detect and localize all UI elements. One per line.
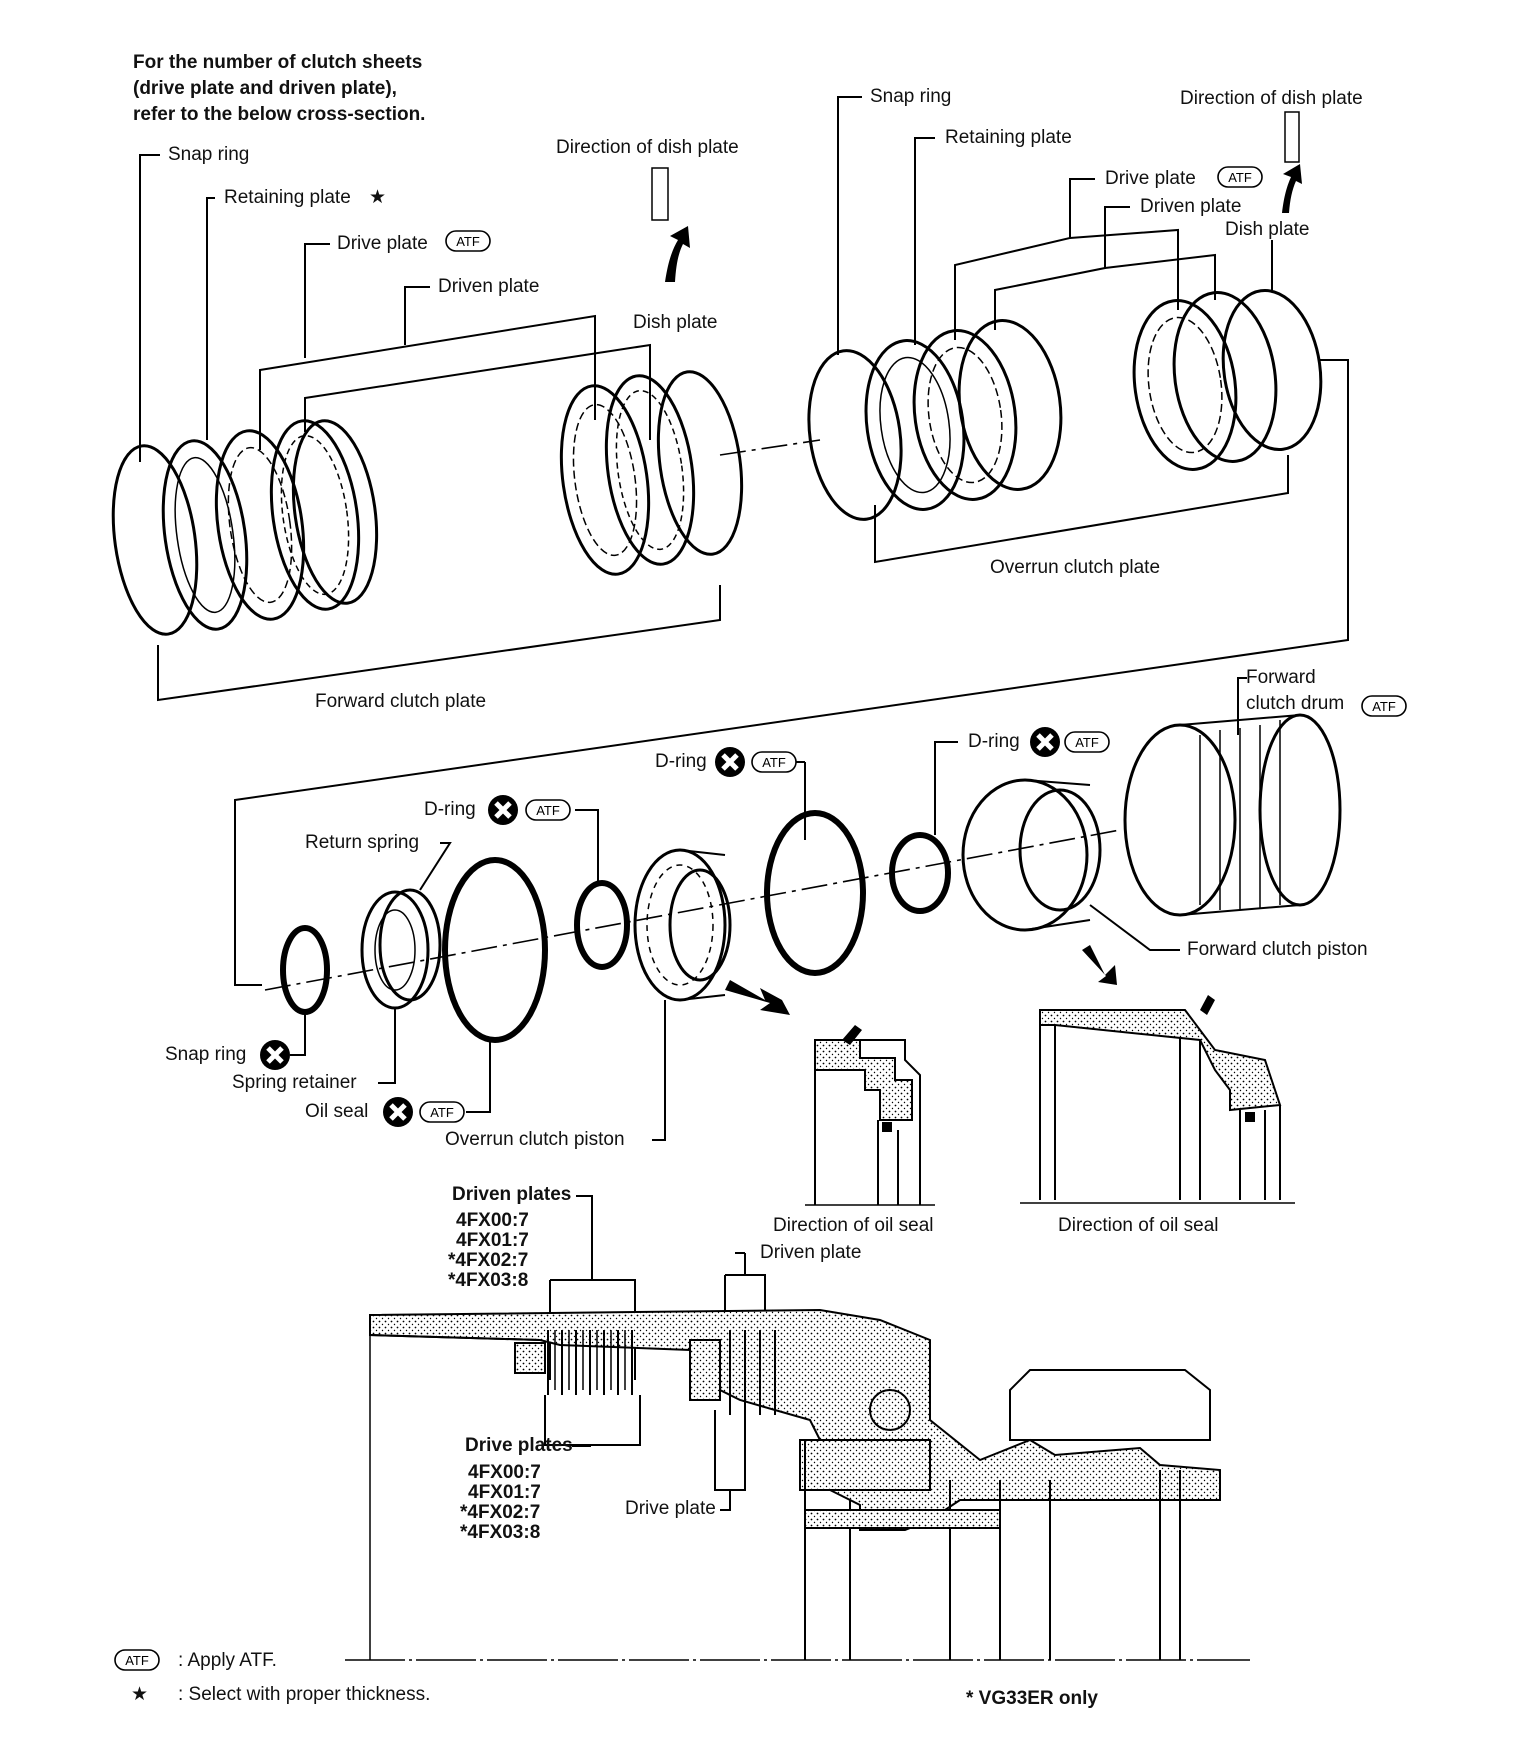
snap-ring-part	[111, 444, 199, 636]
middle-snap-ring-label: Snap ring	[165, 1044, 246, 1065]
dish-direction-icon	[651, 167, 669, 221]
vg33er-note: * VG33ER only	[966, 1688, 1098, 1709]
d-ring-left-atf-icon	[525, 799, 571, 821]
cs-drive-plate-label: Drive plate	[625, 1498, 716, 1519]
oil-seal-direction-label-1: Direction of oil seal	[773, 1215, 934, 1236]
ovr-snap-ring-label: Snap ring	[870, 86, 951, 107]
middle-labels: Forward clutch drum D-ring D-ring D-ring…	[165, 667, 1407, 1150]
forward-clutch-drum-label-2: clutch drum	[1246, 693, 1344, 714]
spring-retainer-label: Spring retainer	[232, 1072, 357, 1093]
do-not-reuse-icon-3	[488, 795, 518, 825]
ovr-snap-ring-part	[807, 349, 903, 521]
oil-seal-detail-right: Direction of oil seal	[1020, 995, 1295, 1236]
do-not-reuse-icon	[715, 747, 745, 777]
oil-seal-atf-icon	[419, 1101, 465, 1123]
ovr-arrow-up-icon	[1282, 164, 1302, 213]
overrun-clutch-piston-part	[633, 848, 732, 1002]
ovr-atf-icon	[1217, 166, 1263, 188]
ovr-dish-plate-part	[1221, 288, 1323, 452]
driven-plates-title: Driven plates	[452, 1184, 571, 1205]
forward-clutch-piston-label: Forward clutch piston	[1187, 939, 1368, 960]
fwd-driven-plate-label: Driven plate	[438, 276, 539, 297]
do-not-reuse-icon-4	[260, 1040, 290, 1070]
cs-driven-plate-label: Driven plate	[760, 1242, 861, 1263]
ovr-driven-plate-label: Driven plate	[1140, 196, 1241, 217]
driven-plates-spec-1: 4FX00:7	[456, 1210, 529, 1231]
forward-clutch-drum-label-1: Forward	[1246, 667, 1316, 688]
oil-seal-label: Oil seal	[305, 1101, 368, 1122]
drive-plates-spec-2: 4FX01:7	[468, 1482, 541, 1503]
legend-star-text: : Select with proper thickness.	[178, 1684, 430, 1705]
drive-plate-part	[214, 429, 306, 621]
drive-plates-title: Drive plates	[465, 1435, 573, 1456]
d-ring-top-atf-icon	[751, 751, 797, 773]
arrow-down-icon	[1082, 945, 1117, 985]
legend-star-icon: ★	[131, 1684, 148, 1705]
fwd-dish-plate-label: Dish plate	[633, 312, 718, 333]
middle-snap-ring-part	[280, 925, 330, 1015]
plate-stack-2	[689, 1330, 776, 1415]
ovr-direction-dish-label: Direction of dish plate	[1180, 88, 1363, 109]
legend-atf-icon	[114, 1649, 160, 1671]
d-ring-top-label: D-ring	[655, 751, 707, 772]
ovr-retaining-plate-label: Retaining plate	[945, 127, 1072, 148]
return-spring-part	[360, 888, 442, 1010]
d-ring-right-part	[889, 832, 951, 914]
forward-clutch-piston-part	[961, 778, 1102, 932]
drive-plates-spec-3: *4FX02:7	[460, 1502, 540, 1523]
header-note-line3: refer to the below cross-section.	[133, 104, 425, 125]
ovr-dish-plate-label: Dish plate	[1225, 219, 1310, 240]
header-note-line2: (drive plate and driven plate),	[133, 78, 397, 99]
star-icon: ★	[369, 187, 386, 208]
d-ring-left-label: D-ring	[424, 799, 476, 820]
drum-atf-icon	[1361, 695, 1407, 717]
d-ring-left-part	[574, 880, 630, 970]
header-note-line1: For the number of clutch sheets	[133, 52, 422, 73]
forward-clutch-plate-label: Forward clutch plate	[315, 691, 486, 712]
atf-icon	[445, 230, 491, 252]
fwd-drive-plate-label: Drive plate	[337, 233, 428, 254]
driven-plate-part	[269, 419, 361, 611]
header-note: For the number of clutch sheets (drive p…	[133, 52, 425, 125]
oil-seal-detail-left: Direction of oil seal	[773, 1025, 935, 1236]
return-spring-label: Return spring	[305, 832, 419, 853]
oil-seal-direction-label-2: Direction of oil seal	[1058, 1215, 1219, 1236]
cross-section: Driven plates 4FX00:7 4FX01:7 *4FX02:7 *…	[345, 1184, 1250, 1661]
forward-leaders: Snap ring Retaining plate ★ Drive plate …	[139, 137, 821, 712]
ovr-drive-plate-label: Drive plate	[1105, 168, 1196, 189]
oil-seal-part	[442, 857, 548, 1043]
arrow-up-icon	[665, 226, 690, 282]
legend-atf-text: : Apply ATF.	[178, 1650, 277, 1671]
legend: : Apply ATF. ★ : Select with proper thic…	[114, 1649, 1098, 1709]
overrun-clutch-parts	[807, 111, 1323, 521]
middle-parts	[264, 713, 1342, 1043]
driven-plates-spec-4: *4FX03:8	[448, 1270, 528, 1291]
driven-plates-spec-3: *4FX02:7	[448, 1250, 528, 1271]
arrow-down-right-icon	[725, 980, 790, 1015]
do-not-reuse-icon-5	[383, 1097, 413, 1127]
overrun-clutch-piston-label: Overrun clutch piston	[445, 1129, 625, 1150]
d-ring-top-part	[764, 810, 866, 976]
plate-stack-1	[514, 1330, 633, 1395]
driven-plates-spec-2: 4FX01:7	[456, 1230, 529, 1251]
drive-plates-spec-1: 4FX00:7	[468, 1462, 541, 1483]
drive-plates-spec-4: *4FX03:8	[460, 1522, 540, 1543]
fwd-retaining-plate-label: Retaining plate	[224, 187, 351, 208]
dish-plate-part	[656, 370, 744, 556]
retaining-plate-part	[161, 439, 249, 631]
overrun-leaders: Snap ring Retaining plate Drive plate Dr…	[234, 86, 1363, 986]
ovr-dish-direction-icon	[1284, 111, 1300, 163]
fwd-direction-dish-label: Direction of dish plate	[556, 137, 739, 158]
d-ring-right-atf-icon	[1064, 731, 1110, 753]
fwd-snap-ring-label: Snap ring	[168, 144, 249, 165]
forward-clutch-drum-part	[1123, 713, 1342, 917]
d-ring-right-label: D-ring	[968, 731, 1020, 752]
do-not-reuse-icon-2	[1030, 727, 1060, 757]
forward-clutch-parts	[111, 167, 744, 636]
overrun-clutch-plate-label: Overrun clutch plate	[990, 557, 1160, 578]
